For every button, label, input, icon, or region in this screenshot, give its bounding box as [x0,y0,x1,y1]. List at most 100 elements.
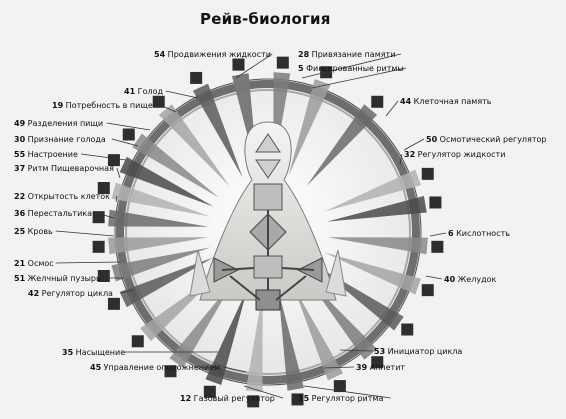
gate-name: Желудок [455,275,496,284]
gate-name: Насыщение [73,348,125,357]
gate-label: 6 Кислотность [448,229,510,238]
gate-symbol-icon [203,385,216,398]
gate-ray [324,169,422,212]
gate-number: 39 [356,363,368,372]
gate-symbol-icon [429,196,442,209]
gate-label: 39 Аппетит [356,363,405,372]
gate-number: 41 [124,87,136,96]
gate-symbol-icon [131,335,144,348]
gate-label: 30 Признание голода [14,135,106,144]
gate-name: Клеточная память [411,97,492,106]
gate-number: 55 [14,150,26,159]
gate-symbol-icon [276,56,289,69]
gate-symbol-icon [431,240,444,253]
gate-ray [111,247,211,282]
gate-name: Разделения пищи [25,119,103,128]
bodygraph [189,121,347,311]
gate-ray [278,291,304,391]
callout-line [385,100,399,117]
gate-name: Желчный пузырь [25,274,101,283]
gate-number: 51 [14,274,26,283]
gate-name: Регулятор ритма [309,394,383,403]
callout-line [311,67,407,89]
gate-label: 53 Инициатор цикла [374,347,462,356]
gate-ray [245,291,263,392]
gate-label: 28 Привязание памяти [298,50,395,59]
gate-label: 37 Ритм Пищеварочная [14,164,114,173]
gate-ray [158,104,230,187]
gate-ray [293,286,344,381]
gate-ray [111,182,211,217]
gate-ray [108,237,209,255]
gate-number: 35 [62,348,74,357]
gate-ray [327,237,428,255]
gate-number: 28 [298,50,310,59]
gate-label: 22 Открытость клеток [14,192,110,201]
gate-number: 50 [426,135,438,144]
gate-symbol-icon [232,58,245,71]
gate-symbol-icon [401,323,414,336]
gate-ray [169,281,234,368]
gate-number: 12 [180,394,191,403]
gate-symbol-icon [107,154,120,167]
callout-line [106,122,151,131]
gate-label: 25 Кровь [14,227,53,236]
gate-name: Газовый регулятор [191,394,275,403]
callout-line [120,289,135,294]
gate-symbol-icon [371,356,384,369]
gate-symbol-icon [164,365,177,378]
gate-label: 36 Перестальтика [14,209,92,218]
callout-line [165,90,199,99]
gate-name: Привязание памяти [309,50,395,59]
gate-number: 22 [14,192,25,201]
gate-number: 6 [448,229,454,238]
gate-symbol-icon [92,211,105,224]
gate-number: 54 [154,50,166,59]
gate-name: Управление опорожнением [101,363,220,372]
diagram-title: Рейв-биология [200,10,331,28]
gate-number: 19 [52,101,64,110]
gate-name: Регулятор жидкости [415,150,505,159]
gate-symbol-icon [421,167,434,180]
gate-number: 32 [404,150,415,159]
gate-name: Признание голода [25,135,106,144]
gate-name: Осмос [25,259,54,268]
gate-label: 40 Желудок [444,275,496,284]
callout-line [425,275,443,280]
gate-label: 41 Голод [124,87,163,96]
gate-label: 21 Осмос [14,259,54,268]
gate-symbol-icon [107,297,120,310]
callout-line [429,232,447,237]
gate-ray [192,83,243,178]
gate-symbol-icon [371,95,384,108]
gate-number: 53 [374,347,385,356]
gate-ray [119,257,214,308]
gate-name: Продвижения жидкости [165,50,271,59]
gate-label: 45 Управление опорожнением [90,363,220,372]
gate-number: 44 [400,97,412,106]
gate-symbol-icon [97,269,110,282]
gate-name: Кровь [25,227,53,236]
gate-label: 55 Настроение [14,150,78,159]
gate-number: 30 [14,135,26,144]
gate-name: Кислотность [454,229,511,238]
callout-line [116,167,121,179]
gate-number: 42 [28,289,39,298]
gate-name: Открытость клеток [25,192,110,201]
gate-label: 54 Продвижения жидкости [154,50,271,59]
gate-name: Потребность в пище [63,101,153,110]
gate-ray [205,288,248,386]
gate-number: 36 [14,209,26,218]
callout-line [403,138,425,151]
gate-label: 12 Газовый регулятор [180,394,275,403]
callout-line [301,53,401,79]
callout-line [243,385,284,399]
callout-line [223,366,247,373]
gate-symbol-icon [152,95,165,108]
callout-line [399,153,403,165]
gate-symbol-icon [92,240,105,253]
gate-number: 40 [444,275,456,284]
gate-label: 42 Регулятор цикла [28,289,113,298]
gate-symbol-icon [247,395,260,408]
